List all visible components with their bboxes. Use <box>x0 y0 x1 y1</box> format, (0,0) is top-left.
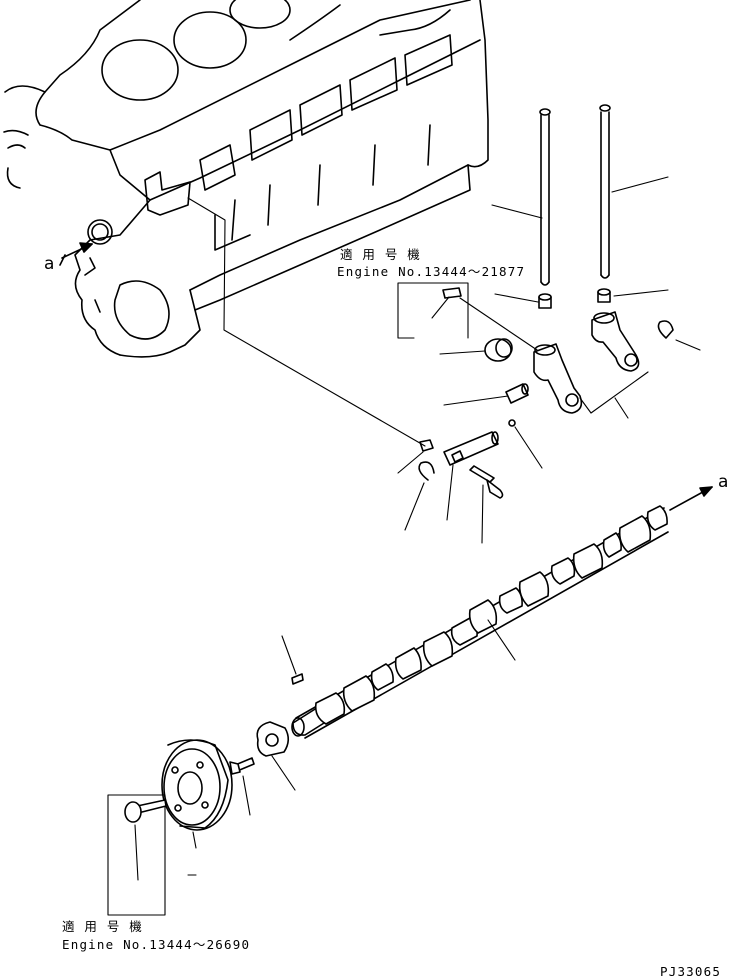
upper-callout-title: 適 用 号 機 <box>340 247 421 262</box>
adjusting-cup-left <box>538 293 552 309</box>
lower-callout-title: 適 用 号 機 <box>62 919 143 934</box>
tappet-lever-left <box>533 343 583 414</box>
roller <box>484 338 513 362</box>
adjusting-cup-right <box>597 288 611 303</box>
key <box>291 673 304 685</box>
thrust-plate <box>256 721 290 757</box>
push-rod-right <box>599 104 611 279</box>
lever-shaft <box>443 431 499 466</box>
push-rod-left <box>539 108 551 286</box>
pin <box>505 383 529 404</box>
drawing-number: PJ33065 <box>660 964 722 979</box>
gear-bolt <box>227 757 255 775</box>
upper-callout-engine-range: Engine No.13444～21877 <box>337 264 526 279</box>
view-marker-left: a <box>44 254 55 274</box>
lower-callout-engine-range: Engine No.13444～26690 <box>62 937 251 952</box>
gear-bolt-variant <box>124 799 167 823</box>
snap-ring-right <box>657 320 674 339</box>
snap-ring-left <box>418 461 435 481</box>
cam-gear <box>161 739 233 831</box>
camshaft <box>291 505 669 739</box>
view-marker-right: a <box>718 472 729 492</box>
engine-block <box>3 0 489 358</box>
tappet-lever-right <box>591 311 640 372</box>
bolt-upper <box>469 465 504 499</box>
ball <box>508 419 516 427</box>
